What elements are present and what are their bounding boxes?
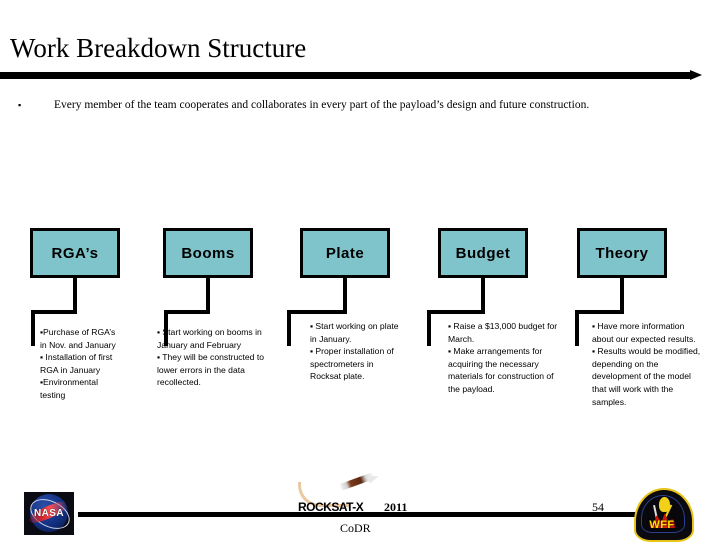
node-box-rgas[interactable]: RGA’s <box>30 228 120 278</box>
bullet-icon: ▪ <box>18 100 22 110</box>
column-text-booms: ▪ Start working on booms in January and … <box>157 326 267 389</box>
connector-plate-vertical-top <box>343 278 347 314</box>
wff-logo-icon: WFF <box>634 488 694 542</box>
footer-year: 2011 <box>384 500 408 514</box>
wff-balloon-icon <box>659 497 670 512</box>
list-item: ▪Environmental testing <box>40 377 98 400</box>
list-item: ▪ Start working on booms in January and … <box>157 327 262 350</box>
connector-theory-vertical-top <box>620 278 624 314</box>
title-divider <box>0 72 690 79</box>
footer-divider <box>78 512 638 517</box>
intro-bullet-row: ▪ Every member of the team cooperates and… <box>18 98 708 112</box>
list-item: ▪ They will be constructed to lower erro… <box>157 352 265 388</box>
list-item: ▪ Start working on plate in January. <box>310 321 399 344</box>
list-item: ▪Purchase of RGA’s in Nov. and January <box>40 327 116 350</box>
connector-theory-vertical-bottom <box>575 310 579 346</box>
rocksat-wordmark-label: ROCKSAT-X <box>298 500 364 514</box>
connector-booms-vertical-top <box>206 278 210 314</box>
connector-budget-vertical-top <box>481 278 485 314</box>
list-item: ▪ Proper installation of spectrometers i… <box>310 346 394 382</box>
column-text-budget: ▪ Raise a $13,000 budget for March. ▪ Ma… <box>448 320 558 396</box>
node-box-plate[interactable]: Plate <box>300 228 390 278</box>
connector-rgas-horizontal <box>31 310 77 314</box>
list-item: ▪ Have more information about our expect… <box>592 321 696 344</box>
column-text-theory: ▪ Have more information about our expect… <box>592 320 704 408</box>
page-number: 54 <box>592 500 604 514</box>
column-text-rgas: ▪Purchase of RGA’s in Nov. and January ▪… <box>40 326 118 402</box>
connector-plate-vertical-bottom <box>287 310 291 346</box>
wff-shell-icon <box>634 488 694 542</box>
connector-budget-vertical-bottom <box>427 310 431 346</box>
column-text-plate: ▪ Start working on plate in January. ▪ P… <box>310 320 402 383</box>
title-divider-arrow-icon <box>690 70 702 80</box>
connector-booms-horizontal <box>164 310 210 314</box>
node-box-theory[interactable]: Theory <box>577 228 667 278</box>
intro-text: Every member of the team cooperates and … <box>54 99 590 111</box>
footer-review-label: CoDR <box>340 521 371 535</box>
list-item: ▪ Raise a $13,000 budget for March. <box>448 321 558 344</box>
connector-booms-vertical-bottom <box>164 310 168 346</box>
rocket-nose-icon <box>366 472 381 484</box>
node-box-booms[interactable]: Booms <box>163 228 253 278</box>
connector-budget-horizontal <box>427 310 485 314</box>
page-title: Work Breakdown Structure <box>10 33 307 63</box>
connector-rgas-vertical-bottom <box>31 310 35 346</box>
nasa-logo-label: NASA <box>34 508 64 519</box>
wff-logo-label: WFF <box>649 519 675 531</box>
rocksat-logo-icon: ROCKSAT-X <box>296 472 392 514</box>
list-item: ▪ Make arrangements for acquiring the ne… <box>448 346 554 394</box>
list-item: ▪ Installation of first RGA in January <box>40 352 113 375</box>
rocket-trail-icon <box>298 482 349 507</box>
list-item: ▪ Results would be modified, depending o… <box>592 346 701 407</box>
nasa-logo-icon: NASA <box>24 492 74 535</box>
connector-rgas-vertical-top <box>73 278 77 314</box>
node-box-budget[interactable]: Budget <box>438 228 528 278</box>
connector-theory-horizontal <box>575 310 624 314</box>
connector-plate-horizontal <box>287 310 347 314</box>
